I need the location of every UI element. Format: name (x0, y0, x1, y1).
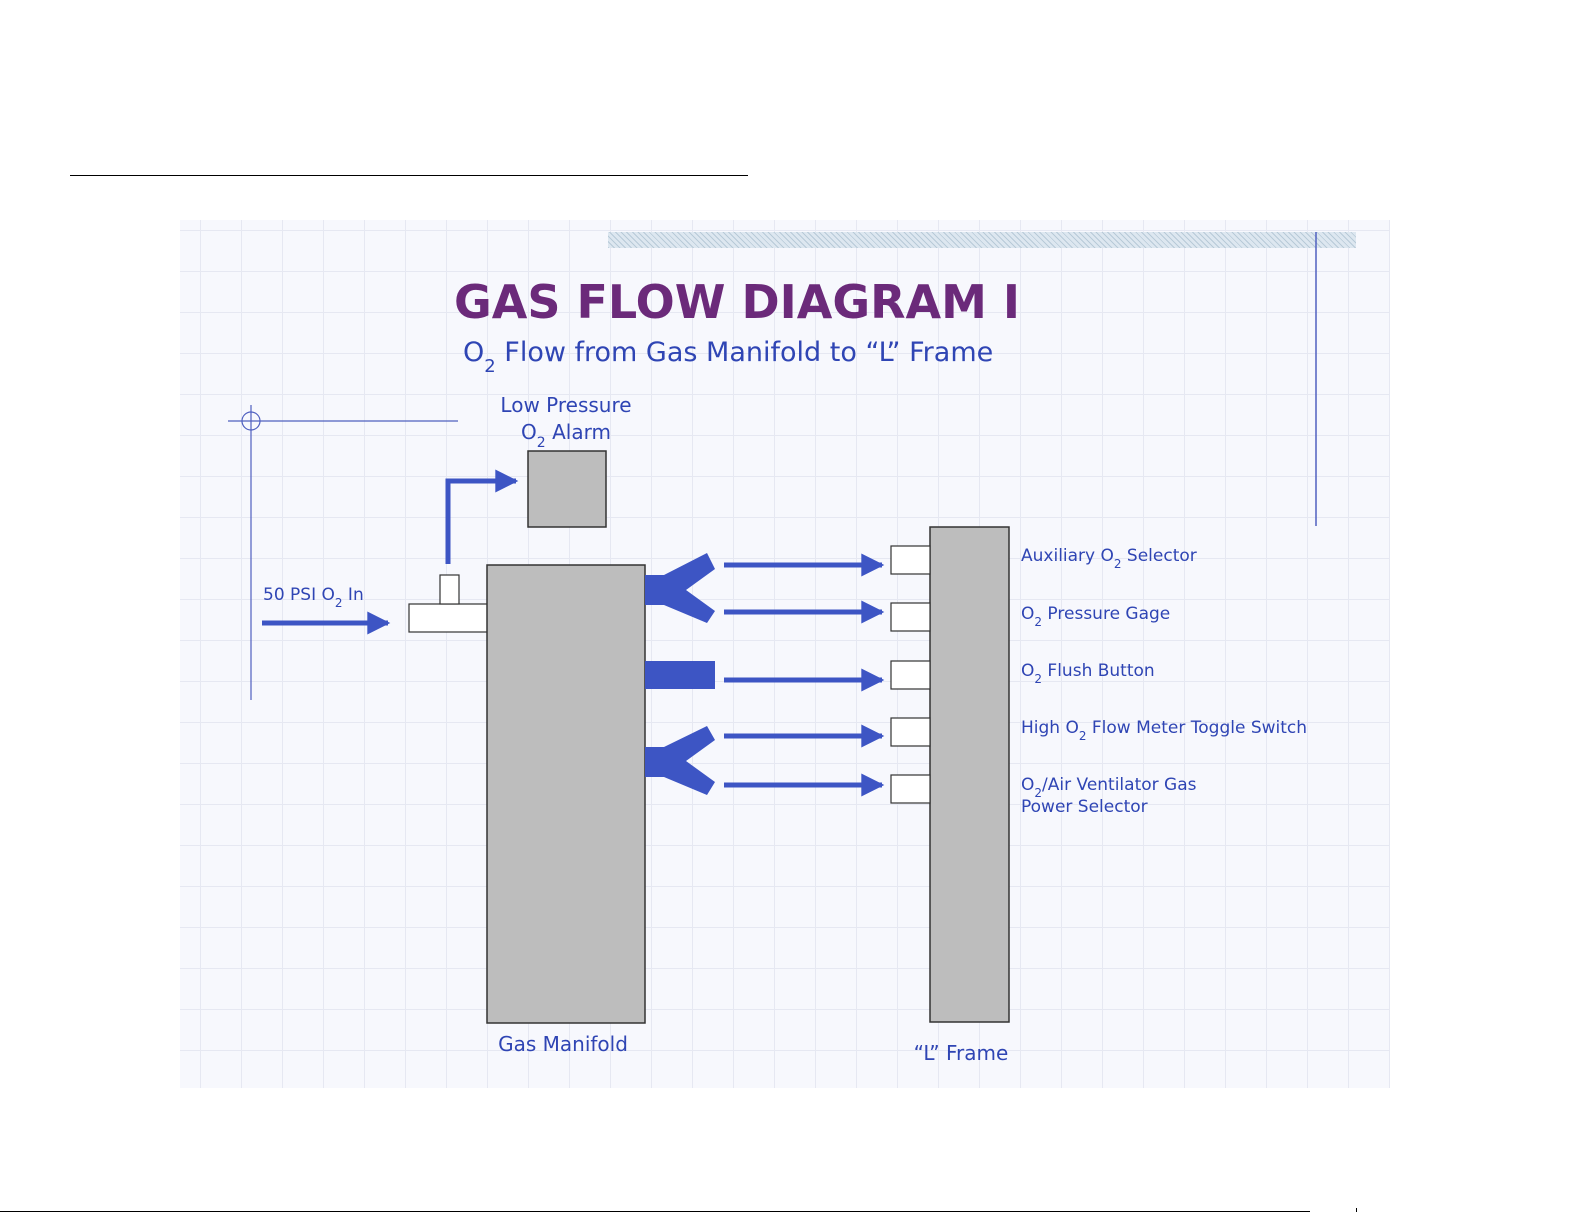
page-corner-tick (1356, 1208, 1357, 1212)
low-pressure-alarm-box (528, 451, 606, 527)
page-subtitle: O2 Flow from Gas Manifold to “L” Frame (463, 337, 993, 377)
l-frame-port (891, 603, 930, 631)
l-frame-label: “L” Frame (914, 1041, 1009, 1065)
alarm-label-line1: Low Pressure (500, 393, 631, 417)
outlet-label-pressure-gage: O2 Pressure Gage (1021, 604, 1170, 629)
page-bottom-rule (0, 1211, 1310, 1212)
inlet-fitting-stem (440, 575, 459, 604)
gas-manifold-label: Gas Manifold (498, 1032, 628, 1056)
manifold-splitter-upper (645, 553, 715, 623)
alarm-supply-arrow (448, 481, 516, 564)
l-frame-port (891, 718, 930, 746)
manifold-outlet-middle (645, 661, 715, 689)
l-frame-port (891, 546, 930, 574)
l-frame-port (891, 775, 930, 803)
page-title: GAS FLOW DIAGRAM I (454, 275, 1020, 329)
outlet-label-ventilator-selector-line2: Power Selector (1021, 797, 1148, 817)
inlet-fitting (409, 604, 488, 632)
alarm-label-line2: O2 Alarm (521, 420, 611, 451)
outlet-label-flow-meter-switch: High O2 Flow Meter Toggle Switch (1021, 718, 1307, 743)
inlet-label: 50 PSI O2 In (263, 585, 364, 610)
outlet-label-auxiliary-selector: Auxiliary O2 Selector (1021, 546, 1197, 571)
gas-manifold-block (487, 565, 645, 1023)
l-frame-block (930, 527, 1009, 1022)
outlet-label-flush-button: O2 Flush Button (1021, 661, 1155, 686)
l-frame-port (891, 661, 930, 689)
manifold-splitter-lower (645, 726, 715, 795)
